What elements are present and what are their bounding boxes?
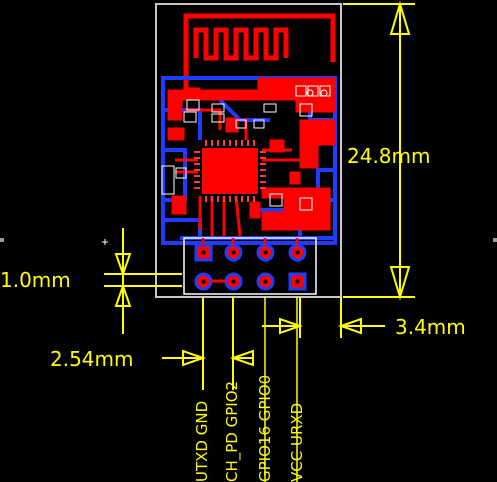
canvas-corner-marker-right [493, 238, 497, 242]
canvas-corner-marker-left [0, 238, 4, 242]
dimension-pitch-label: 2.54mm [50, 347, 134, 371]
pin-label-col2: CH_PD GPIO2 [223, 381, 242, 482]
dimension-edge-offset-label: 3.4mm [395, 315, 466, 339]
pin-header-outline [183, 237, 317, 295]
pin-label-col3: GPIO16 GPIO0 [256, 375, 274, 482]
dimension-pad-gap-label: 1.0mm [0, 268, 71, 292]
dimension-annotations [104, 0, 415, 482]
pcb-module [155, 3, 342, 298]
origin-marker [102, 239, 108, 245]
esp8266-chip [194, 140, 266, 202]
board-outline [155, 3, 342, 298]
pcb-antenna [183, 13, 336, 62]
silkscreen-layer [161, 85, 331, 211]
pin-label-col1: UTXD GND [193, 401, 211, 482]
pin-header-pads [194, 238, 307, 291]
pin-label-col4: VCC URXD [288, 403, 306, 482]
dimension-height-label: 24.8mm [347, 144, 431, 168]
